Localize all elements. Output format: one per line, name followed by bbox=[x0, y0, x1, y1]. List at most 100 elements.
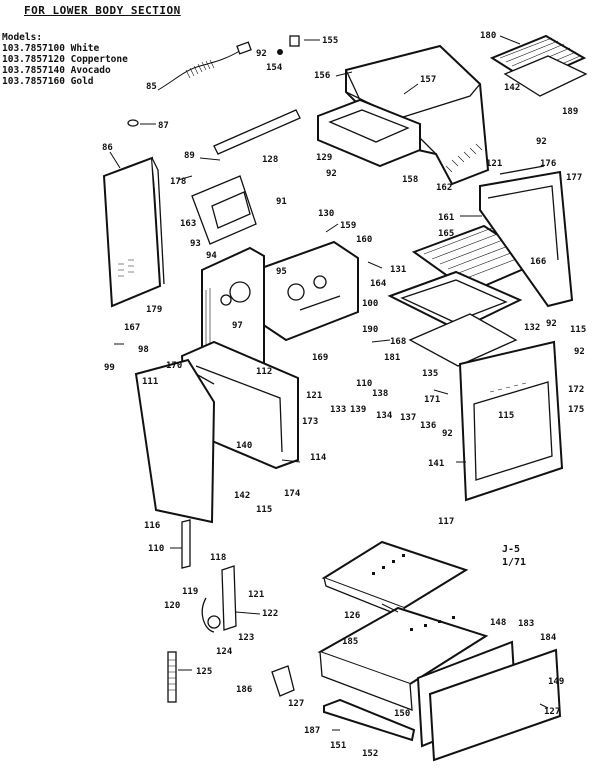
callout-label: 85 bbox=[146, 82, 157, 92]
callout-label: 129 bbox=[316, 153, 332, 163]
callout-label: 162 bbox=[436, 183, 452, 193]
callout-label: 98 bbox=[138, 345, 149, 355]
callout-label: 170 bbox=[166, 361, 182, 371]
callout-label: 86 bbox=[102, 143, 113, 153]
callout-label: 110 bbox=[356, 379, 372, 389]
model-line: 103.7857120 Coppertone bbox=[2, 54, 128, 65]
callout-label: 161 bbox=[438, 213, 454, 223]
control-panel bbox=[255, 240, 359, 342]
callout-label: 132 bbox=[524, 323, 540, 333]
callout-label: 158 bbox=[402, 175, 418, 185]
callout-label: 139 bbox=[350, 405, 366, 415]
callout-label: 157 bbox=[420, 75, 436, 85]
models-heading: Models: bbox=[2, 32, 43, 43]
burner-box bbox=[317, 69, 421, 168]
callout-label: 141 bbox=[428, 459, 444, 469]
model-line: 103.7857140 Avocado bbox=[2, 65, 111, 76]
callout-label: 184 bbox=[540, 633, 557, 643]
callout-label: 164 bbox=[370, 279, 387, 289]
callout-label: 111 bbox=[142, 377, 158, 387]
models-list: Models: 103.7857100 White 103.7857120 Co… bbox=[2, 32, 128, 87]
screw-part bbox=[277, 35, 300, 55]
callout-label: 181 bbox=[384, 353, 400, 363]
callout-label: 190 bbox=[362, 325, 378, 335]
callout-label: 178 bbox=[170, 177, 186, 187]
callout-label: 166 bbox=[530, 257, 546, 267]
callout-label: 121 bbox=[248, 590, 264, 600]
callout-label: 115 bbox=[570, 325, 586, 335]
model-line: 103.7857160 Gold bbox=[2, 76, 94, 87]
drawer bbox=[317, 606, 489, 711]
callout-label: 142 bbox=[234, 491, 250, 501]
callout-label: 187 bbox=[304, 726, 320, 736]
drawer-front bbox=[416, 640, 562, 762]
power-cord bbox=[157, 41, 252, 91]
callout-label: 189 bbox=[562, 107, 578, 117]
screw-part bbox=[127, 119, 150, 127]
callout-label: 176 bbox=[540, 159, 556, 169]
callout-label: 92 bbox=[256, 49, 267, 59]
callout-label: 135 bbox=[422, 369, 438, 379]
callout-label: 175 bbox=[568, 405, 584, 415]
callout-label: 134 bbox=[376, 411, 393, 421]
callout-label: 128 bbox=[262, 155, 278, 165]
page-date: 1/71 bbox=[502, 557, 527, 568]
callout-label: 150 bbox=[394, 709, 410, 719]
callout-label: 159 bbox=[340, 221, 356, 231]
callout-label: 149 bbox=[548, 677, 564, 687]
callout-label: 91 bbox=[276, 197, 287, 207]
callout-label: 127 bbox=[544, 707, 560, 717]
callout-label: 165 bbox=[438, 229, 454, 239]
side-panel-left bbox=[102, 156, 165, 308]
callout-label: 112 bbox=[256, 367, 272, 377]
callout-label: 119 bbox=[182, 587, 198, 597]
callout-label: 138 bbox=[372, 389, 388, 399]
callout-label: 115 bbox=[498, 411, 514, 421]
callout-label: 87 bbox=[158, 121, 169, 131]
page-reference: J-5 1/71 bbox=[502, 543, 526, 569]
callout-label: 174 bbox=[284, 489, 301, 499]
callout-label: 137 bbox=[400, 413, 416, 423]
callout-label: 92 bbox=[546, 319, 557, 329]
bracket bbox=[191, 175, 257, 245]
callout-label: 136 bbox=[420, 421, 436, 431]
callout-label: 121 bbox=[486, 159, 502, 169]
callout-label: 152 bbox=[362, 749, 378, 759]
callout-label: 92 bbox=[442, 429, 453, 439]
callout-label: 155 bbox=[322, 36, 338, 46]
callout-label: 93 bbox=[190, 239, 201, 249]
callout-label: 148 bbox=[490, 618, 506, 628]
callout-label: 125 bbox=[196, 667, 212, 677]
callout-label: 99 bbox=[104, 363, 115, 373]
broiler-rack bbox=[489, 34, 588, 97]
callout-label: 115 bbox=[256, 505, 272, 515]
callout-label: 173 bbox=[302, 417, 318, 427]
callout-label: 183 bbox=[518, 619, 534, 629]
callout-label: 185 bbox=[342, 637, 358, 647]
trim-strip bbox=[213, 109, 301, 155]
callout-label: 160 bbox=[356, 235, 372, 245]
callout-label: 123 bbox=[238, 633, 254, 643]
leader-lines bbox=[109, 35, 549, 731]
callout-label: 151 bbox=[330, 741, 346, 751]
callout-label: 122 bbox=[262, 609, 278, 619]
callout-label: 94 bbox=[206, 251, 217, 261]
callout-label: 169 bbox=[312, 353, 328, 363]
callout-label: 180 bbox=[480, 31, 496, 41]
callout-label: 168 bbox=[390, 337, 406, 347]
bottom-tray bbox=[321, 540, 469, 620]
page-code: J-5 bbox=[502, 544, 521, 555]
door-hinge bbox=[181, 519, 237, 633]
callout-label: 95 bbox=[276, 267, 287, 277]
model-line: 103.7857100 White bbox=[2, 43, 100, 54]
callout-label: 114 bbox=[310, 453, 327, 463]
callout-label: 131 bbox=[390, 265, 406, 275]
callout-label: 154 bbox=[266, 63, 283, 73]
oven-door bbox=[134, 358, 216, 524]
callout-label: 186 bbox=[236, 685, 252, 695]
callout-label: 133 bbox=[330, 405, 346, 415]
callout-label: 127 bbox=[288, 699, 304, 709]
callout-label: 97 bbox=[232, 321, 243, 331]
callout-label: 142 bbox=[504, 83, 520, 93]
